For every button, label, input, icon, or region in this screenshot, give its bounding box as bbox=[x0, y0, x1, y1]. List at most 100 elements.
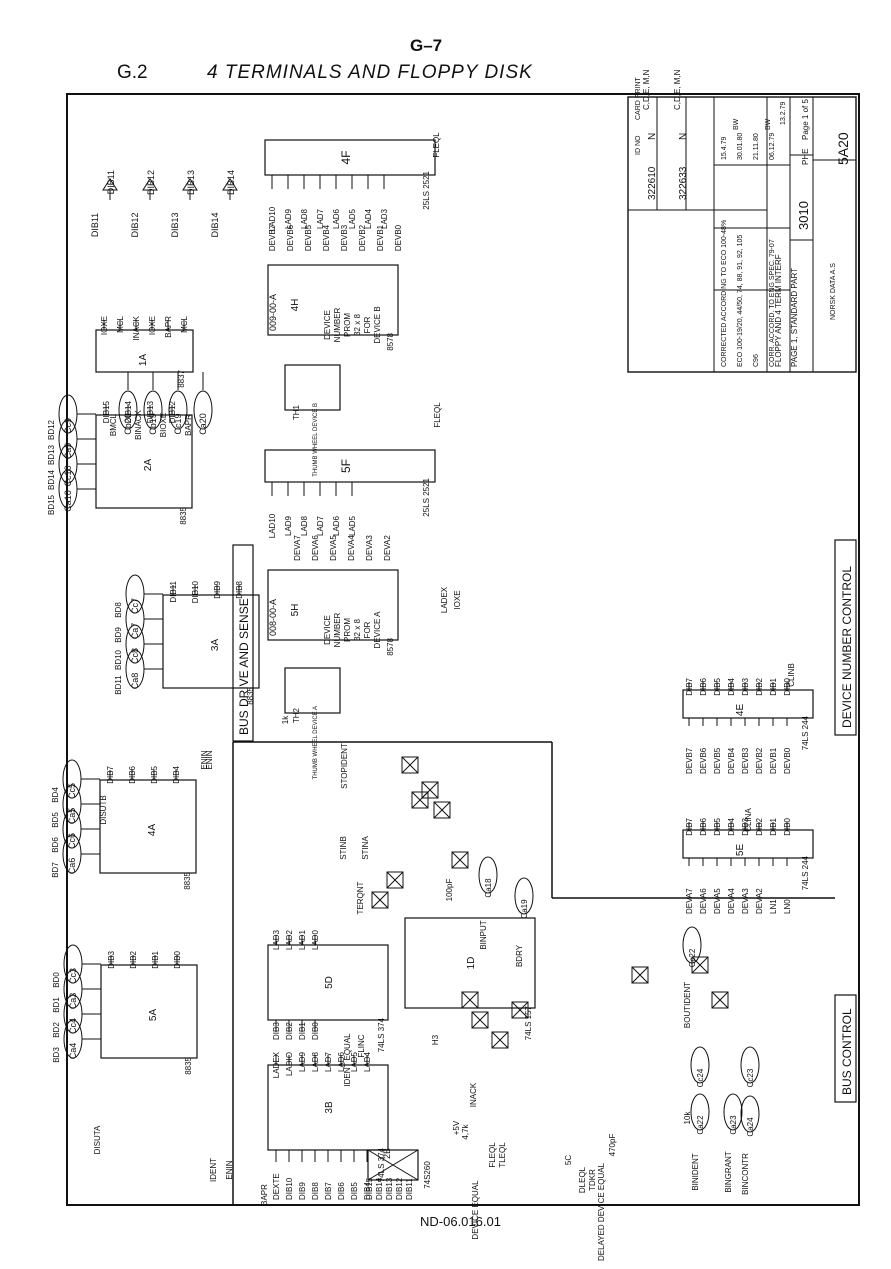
thumbwheel-label-th1: THUMB WHEEL DEVICE B bbox=[313, 403, 319, 477]
connector-signal-bdry: BDRY bbox=[515, 944, 524, 967]
connector-signal-bd11: BD11 bbox=[114, 675, 123, 695]
out-4e-dib0: DIB0 bbox=[783, 677, 792, 695]
out-5e-dib5: DIB5 bbox=[713, 817, 722, 835]
chip-ref-5e: 5E bbox=[735, 844, 746, 857]
connector-pin-ca23: Ca23 bbox=[729, 1115, 738, 1135]
connector-ca19 bbox=[514, 877, 534, 915]
connector-signal-bd0: BD0 bbox=[52, 972, 61, 988]
in-4e-devb3: DEVB3 bbox=[741, 747, 750, 774]
prom-text: PROM bbox=[343, 313, 352, 337]
area-bus-drive-and-sense: BUS DRIVE AND SENSE bbox=[232, 544, 254, 742]
prom-text: FOR bbox=[363, 316, 372, 333]
device-addr-b-devb5: DEVB5 bbox=[304, 224, 313, 251]
prom-text: FOR bbox=[363, 621, 372, 638]
chip-ref-2b: 2B bbox=[382, 1148, 392, 1159]
output-ioxe: IOXE bbox=[148, 316, 157, 335]
chip-body-4e bbox=[682, 689, 814, 719]
output-dib13: DIB13 bbox=[146, 400, 155, 423]
logic-gate-icon bbox=[386, 871, 404, 889]
connector-cc19 bbox=[168, 390, 188, 430]
output-dib10: DIB10 bbox=[191, 580, 200, 603]
section-title: 4 TERMINALS AND FLOPPY DISK bbox=[207, 62, 533, 83]
input-3b-dib8: DIB8 bbox=[311, 1182, 320, 1200]
connector-ca23 bbox=[723, 1093, 743, 1131]
output-inack: INACK bbox=[132, 315, 141, 340]
section-number: G.2 bbox=[117, 62, 148, 83]
chip-type-4e: 74LS 244 bbox=[801, 715, 810, 750]
chip-type-3a: 8835 bbox=[246, 686, 255, 704]
lad-4f-lad10: LAD10 bbox=[268, 206, 277, 231]
signal-enin: ENIN bbox=[200, 750, 209, 769]
logic-gate-icon bbox=[401, 756, 419, 774]
input-5d-dib2: DIB2 bbox=[285, 1022, 294, 1040]
title-block-company: NORSK DATA A.S bbox=[830, 263, 837, 320]
chip-body-4h bbox=[267, 264, 399, 336]
signal-clin-a: CLINA bbox=[744, 808, 753, 832]
connector-signal-bd8: BD8 bbox=[114, 602, 123, 618]
chip-type-4a: 8835 bbox=[183, 871, 192, 889]
connector-signal-bd3: BD3 bbox=[52, 1047, 61, 1063]
output-dib2: DIB2 bbox=[129, 950, 138, 968]
signal-stopident: STOPIDENT bbox=[340, 743, 349, 789]
output-3b-lad8: LAD8 bbox=[311, 1051, 320, 1072]
lad-5f-lad7: LAD7 bbox=[316, 515, 325, 536]
signal-stin-a: STINA bbox=[361, 836, 370, 860]
prom-text: NUMBER bbox=[333, 612, 342, 647]
in-4e-devb2: DEVB2 bbox=[755, 747, 764, 774]
signal-plus5v: +5V bbox=[452, 1120, 461, 1135]
title-block-id-1: 322633 bbox=[678, 166, 689, 200]
signal-pulse-5c: 5C bbox=[564, 1155, 573, 1165]
connector-signal-bd6: BD6 bbox=[51, 837, 60, 853]
out-5e-dib6: DIB6 bbox=[699, 817, 708, 835]
connector-cb20 bbox=[118, 390, 138, 430]
output-dib8: DIB8 bbox=[235, 580, 244, 598]
title-block-drawn-date: 13.2.79 bbox=[780, 102, 787, 125]
logic-gate-icon bbox=[371, 891, 389, 909]
in-5e-deva4: DEVA4 bbox=[727, 888, 736, 914]
output-5d-lad1: LAD1 bbox=[298, 929, 307, 950]
output-5d-lad3: LAD3 bbox=[272, 929, 281, 950]
output-dib9: DIB9 bbox=[213, 580, 222, 598]
in-5e-ln1: LN1 bbox=[769, 899, 778, 914]
out-5e-dib7: DIB7 bbox=[685, 817, 694, 835]
device-addr-a-deva4: DEVA4 bbox=[347, 535, 356, 561]
prom-device: DEVICE A bbox=[373, 611, 382, 649]
prom-text: 32 x 8 bbox=[353, 314, 362, 336]
output-dib3: DIB3 bbox=[107, 950, 116, 968]
chip-body-5d bbox=[267, 944, 389, 1021]
chip-type-5e: 74LS 244 bbox=[801, 855, 810, 890]
output-3b-lad9: LAD9 bbox=[298, 1051, 307, 1072]
input-3b-dib9: DIB9 bbox=[298, 1182, 307, 1200]
connector-signal-bd9: BD9 bbox=[114, 627, 123, 643]
lad-4f-lad9: LAD9 bbox=[284, 208, 293, 229]
title-block-initial-1: BW bbox=[765, 118, 772, 130]
title-block-history-3: CORR. ACCORD. TO ENG SPEC. 79-07 bbox=[769, 239, 776, 367]
device-addr-a-deva2: DEVA2 bbox=[383, 535, 392, 561]
out-5e-dib3: DIB3 bbox=[741, 817, 750, 835]
connector-signal-bapr: BAPR bbox=[184, 414, 193, 436]
connector-pin-cc7: Cc7 bbox=[130, 598, 140, 614]
connector-pin-cc4: Cc4 bbox=[68, 1018, 78, 1034]
chip-type-4h: 8578 bbox=[386, 332, 395, 350]
output-dib12: DIB12 bbox=[168, 400, 177, 423]
input-5d-dib1: DIB1 bbox=[298, 1022, 307, 1040]
connector-signal-bd5: BD5 bbox=[51, 812, 60, 828]
chip-body-5f bbox=[264, 449, 436, 483]
sheet-frame bbox=[66, 93, 860, 1206]
logic-gate-icon bbox=[711, 991, 729, 1009]
connector-pin-cc23: Cc23 bbox=[746, 1068, 755, 1087]
title-block-checker: PHE bbox=[801, 149, 810, 165]
connector-pin-cb19: Cb19 bbox=[148, 413, 158, 435]
lad-4f-lad4: LAD4 bbox=[364, 208, 373, 229]
driver-out-dib13: DIB13 bbox=[186, 170, 196, 195]
chip-type-1d: 74LS 157 bbox=[524, 1005, 533, 1040]
device-addr-b-devb2: DEVB2 bbox=[358, 224, 367, 251]
chip-type-5h: 8578 bbox=[386, 637, 395, 655]
title-block-header-id: ID NO bbox=[635, 135, 642, 155]
thumbwheel-ref-th1: TH1 bbox=[292, 404, 301, 420]
